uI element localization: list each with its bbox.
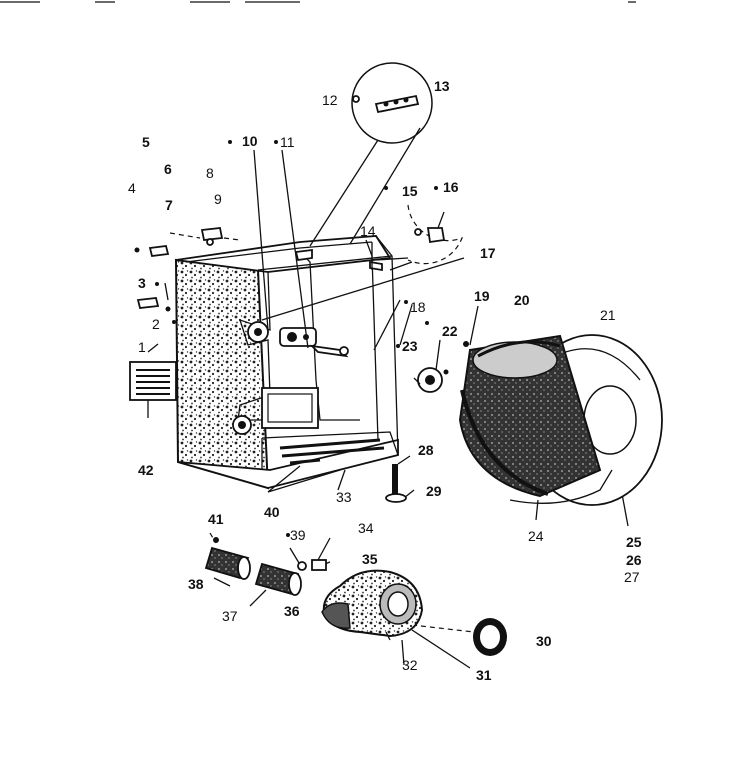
label-12: 12 [322, 92, 338, 108]
inset-detail-15-16 [375, 204, 464, 265]
blower-assembly [204, 537, 507, 656]
label-1: 1 [138, 339, 146, 355]
drum-assembly [413, 334, 663, 506]
label-41: 41 [208, 511, 224, 527]
leveling-leg [385, 464, 407, 503]
label-31: 31 [476, 667, 492, 683]
label-11: 11 [280, 134, 295, 150]
label-19: 19 [474, 288, 490, 304]
bearing-bracket [279, 327, 317, 347]
duct-section-38 [204, 546, 251, 580]
label-35: 35 [362, 551, 378, 567]
label-38: 38 [188, 576, 204, 592]
label-18: 18 [410, 299, 426, 315]
label-20: 20 [514, 292, 530, 308]
label-28: 28 [418, 442, 434, 458]
label-27: 27 [624, 569, 640, 585]
label-10: 10 [242, 133, 258, 149]
inset-detail-12-13 [309, 62, 433, 247]
label-15: 15 [402, 183, 418, 199]
label-4: 4 [128, 180, 136, 196]
label-6: 6 [164, 161, 172, 177]
label-9: 9 [214, 191, 222, 207]
label-33: 33 [336, 489, 352, 505]
label-23: 23 [402, 338, 418, 354]
label-dots [155, 140, 438, 537]
label-22: 22 [442, 323, 458, 339]
label-37: 37 [222, 608, 238, 624]
cabinet [174, 235, 399, 490]
label-26: 26 [626, 552, 642, 568]
label-30: 30 [536, 633, 552, 649]
label-39: 39 [290, 527, 306, 543]
part-labels: 1 2 3 4 5 6 7 8 9 10 11 12 13 14 15 16 1… [128, 78, 642, 683]
label-36: 36 [284, 603, 300, 619]
label-29: 29 [426, 483, 442, 499]
cabinet-side-panel [174, 258, 270, 490]
label-5: 5 [142, 134, 150, 150]
label-2: 2 [152, 316, 160, 332]
duct-section-37 [254, 562, 302, 596]
label-7: 7 [165, 197, 173, 213]
label-8: 8 [206, 165, 214, 181]
label-42: 42 [138, 462, 154, 478]
label-3: 3 [138, 275, 146, 291]
label-13: 13 [434, 78, 450, 94]
label-17: 17 [480, 245, 496, 261]
seal-ring [473, 618, 507, 656]
label-21: 21 [600, 307, 616, 323]
label-24: 24 [528, 528, 544, 544]
label-32: 32 [402, 657, 418, 673]
label-34: 34 [358, 520, 374, 536]
label-14: 14 [360, 223, 376, 239]
cabinet-rear-opening [261, 387, 319, 429]
label-16: 16 [443, 179, 459, 195]
heater-bracket [309, 344, 349, 358]
label-40: 40 [264, 504, 280, 520]
cabinet-base [177, 438, 399, 489]
label-25: 25 [626, 534, 642, 550]
small-parts-left [129, 227, 241, 401]
